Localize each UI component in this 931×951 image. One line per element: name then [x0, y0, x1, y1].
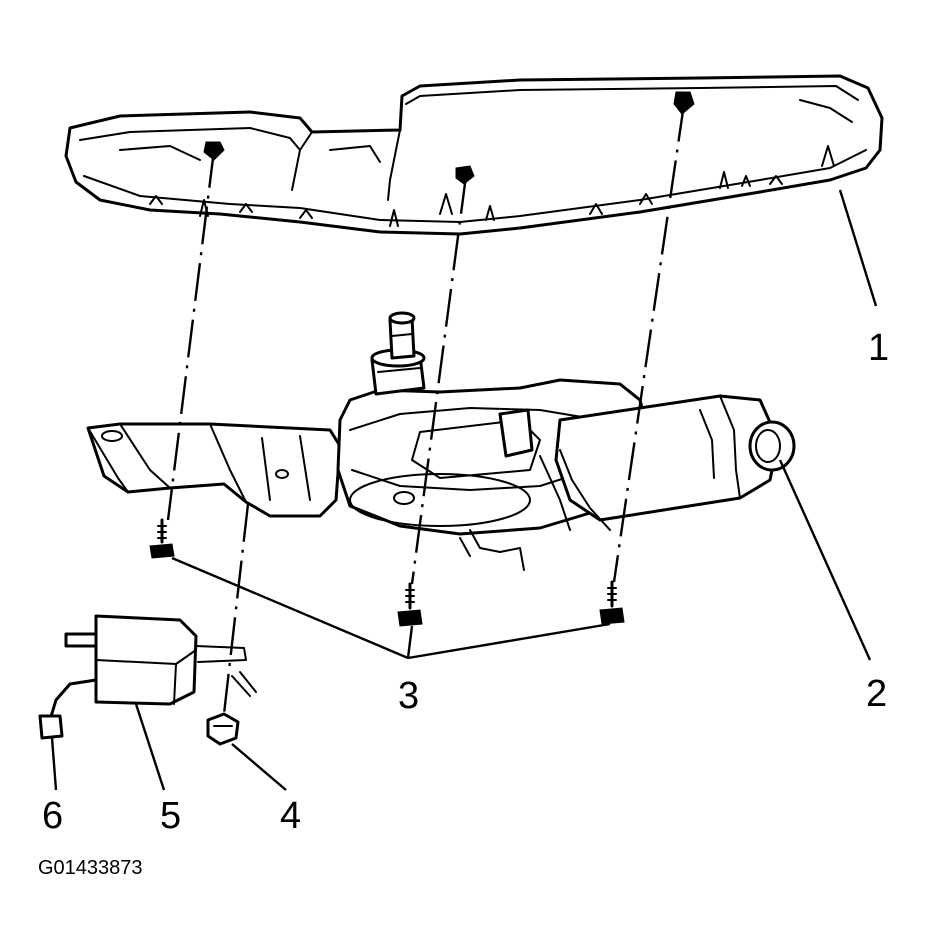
callout-1: 1 [868, 327, 889, 369]
bolt-left [149, 518, 175, 559]
callout-2: 2 [866, 673, 887, 715]
callout-3: 3 [398, 675, 419, 717]
callout-5: 5 [160, 795, 181, 837]
nut [206, 712, 240, 746]
figure-id: G01433873 [38, 857, 143, 879]
callout-6: 6 [42, 795, 63, 837]
liftgate-panel [64, 74, 884, 236]
leader-lines [50, 189, 878, 791]
alignment-lines [166, 103, 686, 715]
wiper-motor-assembly [86, 311, 796, 571]
callout-4: 4 [280, 795, 301, 837]
bolt-right [599, 580, 625, 625]
wire-connector [38, 678, 98, 740]
relay-module [64, 614, 257, 706]
bolt-center [397, 582, 423, 627]
